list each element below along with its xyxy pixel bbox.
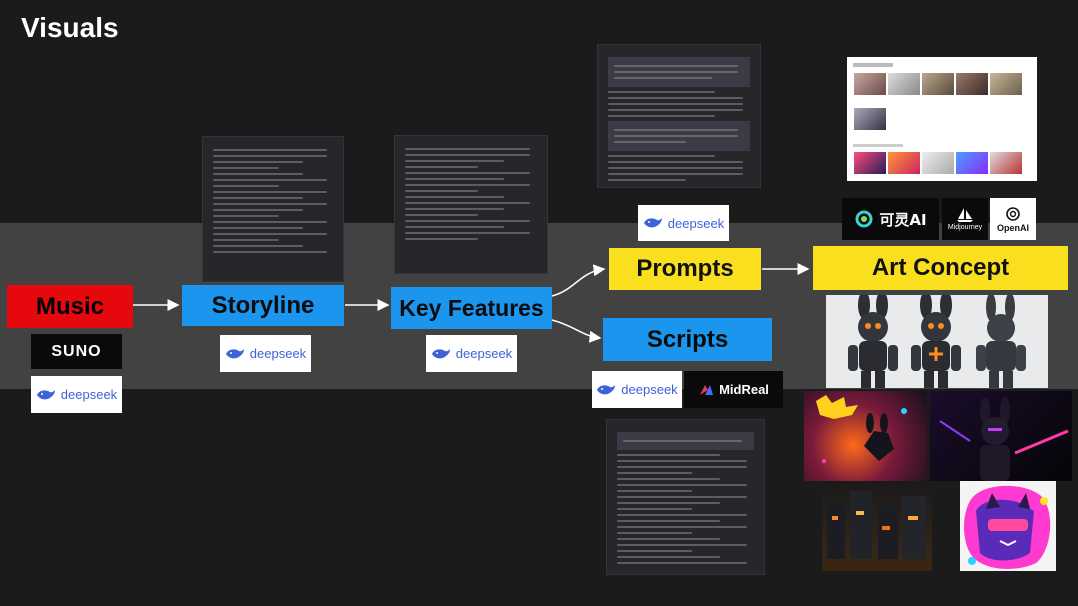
graffiti-cat-icon-image [960, 481, 1056, 571]
whale-icon [431, 348, 450, 358]
deepseek-logo-prompts: deepseek [638, 205, 729, 241]
prompts-node: Prompts [609, 248, 761, 290]
deepseek-logo-storyline: deepseek [220, 335, 311, 372]
robot-bunny-turnaround-image [826, 295, 1048, 388]
arrow-keyfeatures-prompts [551, 264, 606, 297]
deepseek-logo-music: deepseek [31, 376, 122, 413]
page-title: Visuals [21, 12, 119, 43]
key-features-chat-screenshot [394, 135, 548, 274]
arrow-keyfeatures-scripts [551, 319, 602, 343]
scripts-chat-screenshot [606, 419, 765, 575]
robot-bunny-front-icon [848, 295, 898, 388]
kling-mark-icon [855, 210, 873, 228]
cyberpunk-city-image [822, 481, 932, 571]
openai-logo: OpenAI [990, 198, 1036, 240]
midreal-mark-icon [700, 384, 714, 395]
kling-logo: 可灵AI [842, 198, 939, 240]
whale-icon [643, 218, 662, 228]
whale-icon [225, 348, 244, 358]
key-features-node: Key Features [391, 287, 552, 329]
storyline-chat-screenshot [202, 136, 344, 282]
image-gallery-screenshot [847, 57, 1037, 181]
music-node: Music [7, 285, 133, 328]
storyline-node: Storyline [182, 285, 344, 326]
openai-knot-icon [1006, 206, 1020, 221]
sailboat-icon [957, 208, 973, 222]
robot-bunny-side-icon [911, 295, 961, 388]
suno-logo: SUNO [31, 334, 122, 369]
midreal-logo: MidReal [684, 371, 783, 408]
boom-comic-bunny-image [804, 391, 927, 481]
neon-purple-bunny-image [930, 391, 1072, 481]
whale-icon [597, 384, 616, 394]
robot-bunny-back-icon [976, 295, 1026, 388]
deepseek-logo-scripts: deepseek [592, 371, 682, 408]
whale-icon [36, 389, 55, 399]
prompts-chat-screenshot [597, 44, 761, 188]
art-concept-node: Art Concept [813, 246, 1068, 290]
midjourney-logo: Midjourney [942, 198, 988, 240]
deepseek-logo-keyfeatures: deepseek [426, 335, 517, 372]
scripts-node: Scripts [603, 318, 772, 361]
